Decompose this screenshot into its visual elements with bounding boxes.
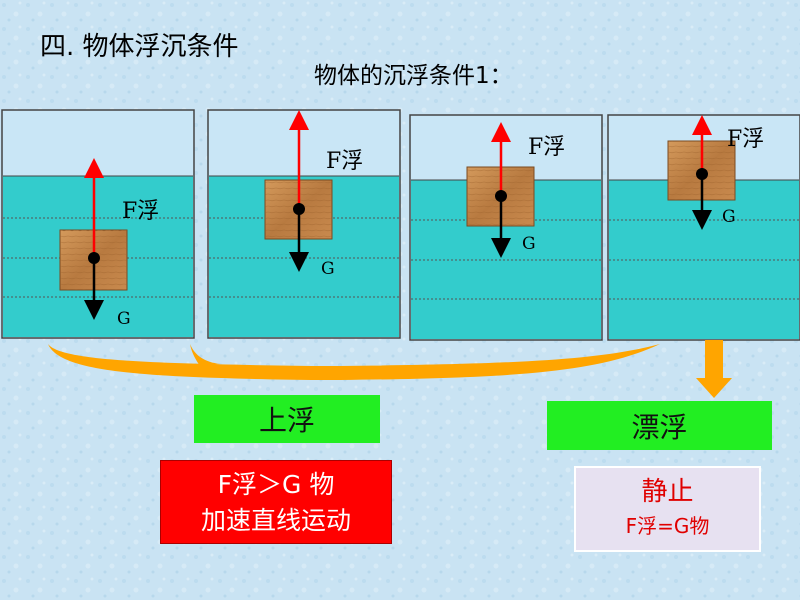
float-condition-line2: F浮=G物: [625, 514, 710, 538]
rise-state-label: 上浮: [258, 404, 315, 437]
subheading: 物体的沉浮条件1：: [314, 63, 513, 89]
rise-condition-box: F浮＞G 物 加速直线运动: [160, 460, 392, 544]
float-condition-box: 静止 F浮=G物: [574, 466, 761, 552]
buoyancy-label-1: F浮: [122, 199, 159, 224]
section-heading: 四. 物体浮沉条件: [40, 32, 239, 62]
rise-connector: [48, 344, 660, 380]
gravity-label-1: G: [117, 309, 131, 329]
container-2: F浮 G: [207, 109, 401, 339]
gravity-label-2: G: [321, 259, 335, 279]
buoyancy-label-2: F浮: [326, 149, 363, 174]
float-state-label: 漂浮: [631, 410, 688, 444]
buoyancy-label-4: F浮: [727, 127, 764, 152]
container-1: F浮 G: [1, 109, 195, 339]
float-state-box: 漂浮: [547, 401, 772, 450]
rise-state-box: 上浮: [194, 395, 380, 443]
rise-condition-line2: 加速直线运动: [200, 506, 351, 535]
container-4-water: [609, 180, 799, 339]
container-3: F浮 G: [409, 114, 603, 341]
container-4: F浮 G: [607, 114, 800, 341]
buoyancy-label-3: F浮: [528, 135, 565, 160]
gravity-label-3: G: [522, 234, 536, 254]
float-condition-line1: 静止: [641, 477, 694, 507]
float-connector-arrow: [696, 340, 732, 398]
rise-condition-line1: F浮＞G 物: [217, 470, 335, 499]
gravity-label-4: G: [722, 207, 736, 227]
